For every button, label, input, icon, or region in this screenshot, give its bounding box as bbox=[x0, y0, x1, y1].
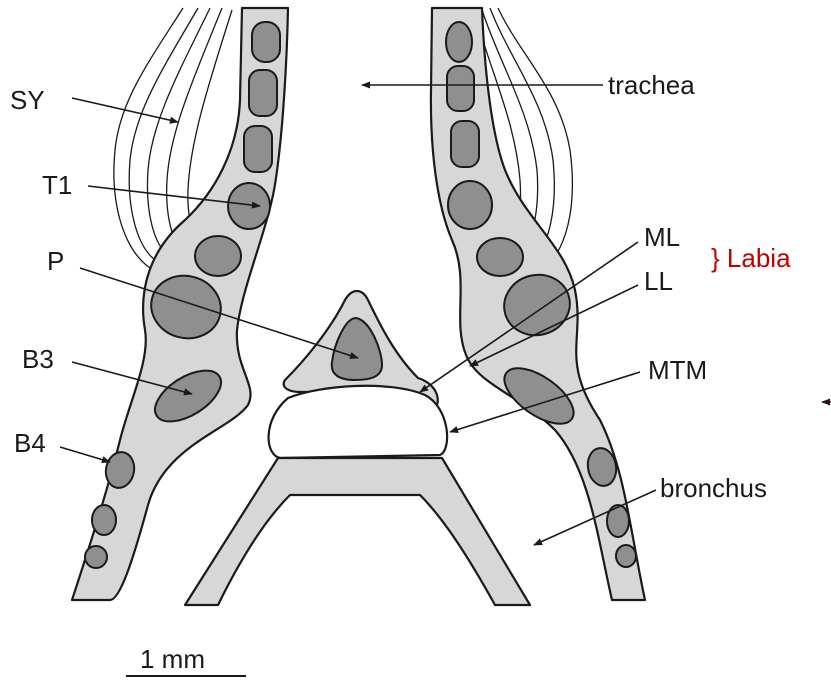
arrow-b4 bbox=[60, 447, 110, 462]
medial-tympaniform-membrane bbox=[269, 386, 448, 458]
bronchial-septum bbox=[185, 458, 530, 605]
label-bronchus: bronchus bbox=[660, 473, 767, 503]
label-scale: 1 mm bbox=[140, 644, 205, 674]
label-b4: B4 bbox=[14, 428, 46, 458]
label-labia: } Labia bbox=[711, 243, 791, 273]
label-sy: SY bbox=[10, 85, 45, 115]
label-mtm: MTM bbox=[648, 355, 707, 385]
cartilage-rings-left bbox=[85, 22, 280, 568]
label-trachea: trachea bbox=[608, 70, 695, 100]
label-p: P bbox=[47, 246, 64, 276]
label-ml: ML bbox=[644, 222, 680, 252]
label-b3: B3 bbox=[22, 344, 54, 374]
label-t1: T1 bbox=[42, 170, 72, 200]
label-ll: LL bbox=[644, 266, 673, 296]
